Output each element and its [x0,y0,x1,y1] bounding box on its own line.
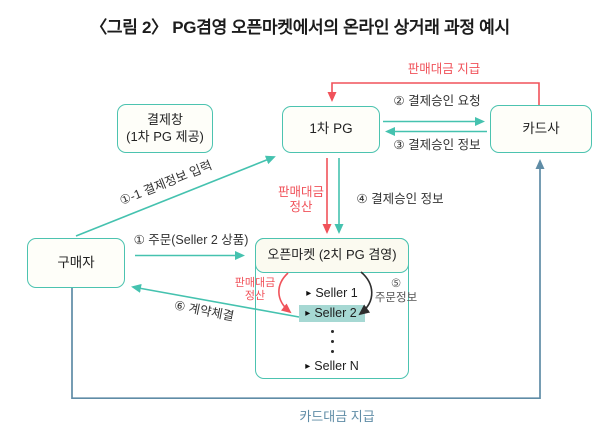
settlement-2-line1: 판매대금 [234,277,276,289]
seller-item-n: ▸Seller N [255,359,409,373]
triangle-bullet-icon: ▸ [306,288,312,299]
order-info-text: 주문정보 [374,291,418,304]
triangle-bullet-icon: ▸ [305,308,311,319]
label-sales-payment: 판매대금 지급 [407,62,481,76]
node-card-company: 카드사 [490,105,592,153]
figure-title: 〈그림 2〉 PG겸영 오픈마켓에서의 온라인 상거래 과정 예시 [90,18,510,37]
node-payment-window: 결제창 (1차 PG 제공) [117,104,213,153]
triangle-bullet-icon: ▸ [305,361,311,372]
label-order: ① 주문(Seller 2 상품) [133,233,249,247]
label-settlement-2: 판매대금 정산 [205,277,305,303]
arrow-payment-input [75,155,276,237]
settlement-1-line1: 판매대금 [277,185,324,199]
seller-2-highlight: ▸Seller 2 [299,305,365,322]
settlement-2-line2: 정산 [244,289,266,302]
label-payment-input: ①-1 결제정보 입력 [117,158,215,208]
seller-n-label: Seller N [314,359,359,373]
order-info-number: ⑤ [390,278,402,290]
card-company-label: 카드사 [522,120,560,136]
payment-window-line1: 결제창 [147,112,183,128]
label-approval-info-4: ④ 결제승인 정보 [356,192,444,206]
payment-window-line2: (1차 PG 제공) [126,128,204,144]
open-market-label: 오픈마켓 (2치 PG 겸영) [267,247,397,263]
buyer-label: 구매자 [57,254,95,270]
seller-2-label: Seller 2 [314,306,357,320]
settlement-1-line2: 정산 [289,199,313,214]
label-approval-info: ③ 결제승인 정보 [393,138,481,152]
primary-pg-label: 1차 PG [309,121,353,137]
node-primary-pg: 1차 PG [282,106,380,153]
node-open-market-header: 오픈마켓 (2치 PG 겸영) [255,238,409,273]
label-card-payment: 카드대금 지급 [299,409,375,424]
label-approval-request: ② 결제승인 요청 [393,94,481,108]
label-order-info: ⑤ 주문정보 [346,278,446,305]
